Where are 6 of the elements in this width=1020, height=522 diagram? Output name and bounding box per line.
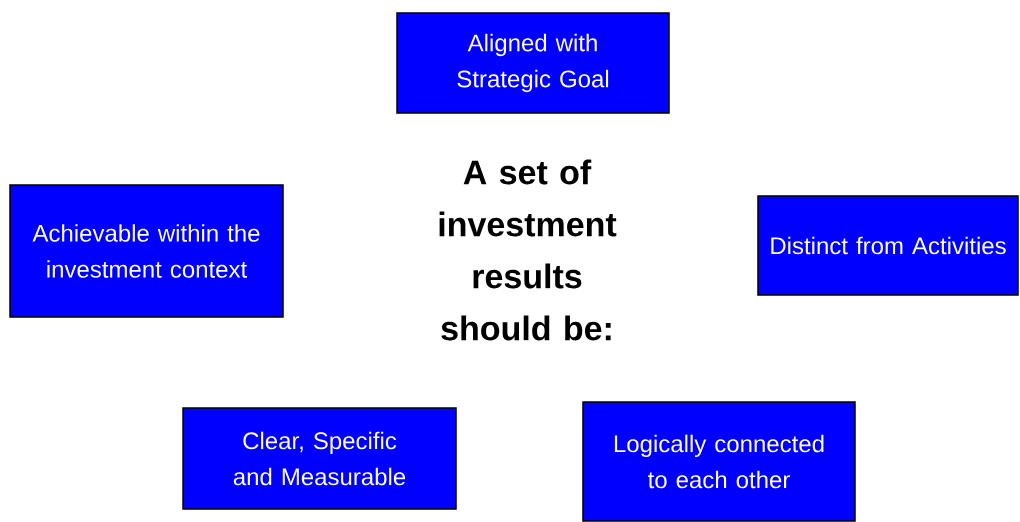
text-box: Aligned with Strategic Goal	[396, 12, 670, 114]
center-heading: A set of investment results should be:	[439, 159, 617, 341]
text-box: Logically connected to each other	[582, 401, 856, 522]
text-box: Achievable within the investment context	[9, 184, 284, 318]
text-box: Distinct from Activities	[757, 195, 1019, 296]
text-box: Clear, Specific and Measurable	[182, 407, 457, 510]
